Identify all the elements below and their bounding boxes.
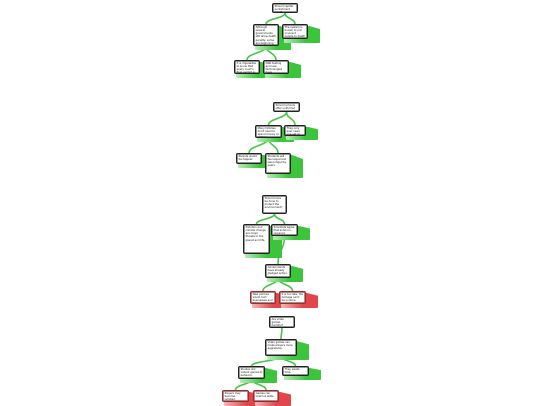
connector-line <box>284 12 296 25</box>
claim-node[interactable]: Parents would be happier. <box>236 153 262 164</box>
claim-node[interactable]: It is too late; the damage can't be undo… <box>279 291 306 304</box>
claim-node[interactable]: Students will feel equal and less judged… <box>265 153 291 174</box>
contention-node[interactable]: Should schools offer uniforms? <box>273 102 300 112</box>
claim-node[interactable]: Governments have already pledged action. <box>265 264 291 278</box>
claim-node[interactable]: They only ever need one set of clothes. <box>284 125 306 136</box>
claim-node[interactable]: Although several governments still allow… <box>253 24 279 46</box>
connector-line <box>255 213 276 225</box>
claim-node[interactable]: Games can improve skills. <box>253 390 279 402</box>
claim-node[interactable]: Studies link violent games to behavior. <box>238 366 265 379</box>
contention-node[interactable]: Should capital punishment exist? <box>272 3 298 13</box>
claim-node[interactable]: The system is known to put innocent peop… <box>282 24 308 39</box>
connector-line <box>280 327 283 340</box>
claim-node[interactable]: Pollution and climate change are major t… <box>243 224 270 254</box>
connector-line <box>267 111 288 126</box>
claim-node[interactable]: They waste time. <box>282 366 309 376</box>
claim-node[interactable]: Video games can make players more aggres… <box>265 339 297 356</box>
connector-line <box>273 213 286 225</box>
claim-node[interactable]: DNA testing and new technologies have ex… <box>263 60 289 74</box>
claim-node[interactable]: Scientists agree that action is required… <box>271 224 298 236</box>
contention-node[interactable]: Should more be done to protect the envir… <box>262 195 287 214</box>
contention-node[interactable]: Are video games harmful? <box>269 316 295 328</box>
claim-node[interactable]: Players may become isolated. <box>222 390 249 402</box>
claim-node[interactable]: Many families don't need to spend money … <box>255 125 282 138</box>
claim-node[interactable]: It is impossible to know that every cour… <box>234 60 260 74</box>
claim-node[interactable]: New policies would hurt businesses and j… <box>250 291 276 304</box>
connector-line <box>265 12 286 25</box>
connector-line <box>285 111 296 126</box>
